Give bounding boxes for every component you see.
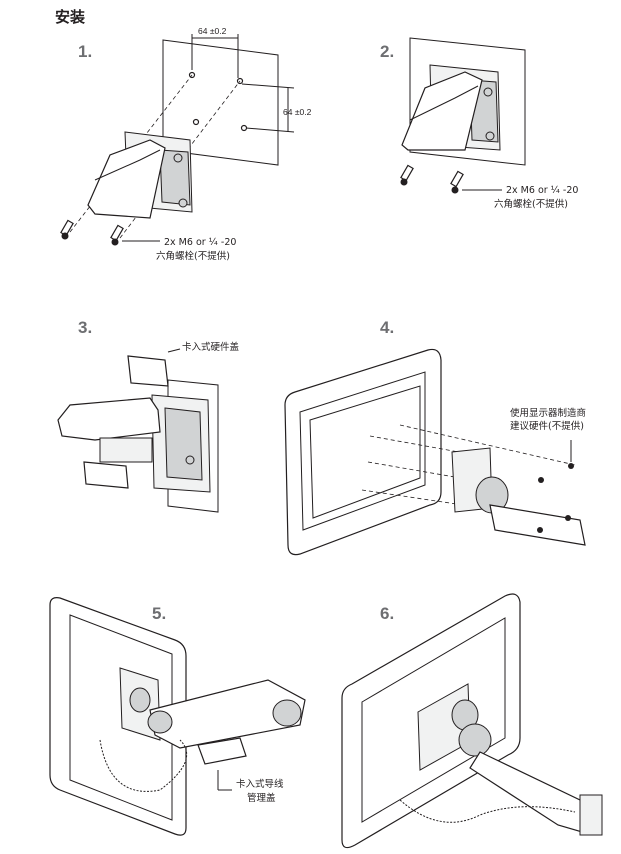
snap-cover-top — [127, 355, 169, 387]
arm-4 — [489, 504, 586, 546]
snap-cover-bottom — [83, 461, 129, 489]
step-number-5: 5. — [152, 604, 167, 623]
hardware-note-line1: 使用显示器制造商 — [510, 408, 587, 419]
bolt-spec-1: 2x M6 or ¼ -20 — [164, 237, 237, 248]
bolt-spec-2: 2x M6 or ¼ -20 — [506, 185, 579, 196]
snap-cover-label: 卡入式硬件盖 — [182, 342, 240, 353]
step3-illustration — [57, 348, 219, 513]
dimension-vertical: 64 ±0.2 — [283, 107, 312, 117]
step1-illustration — [60, 34, 295, 246]
hex-bolt-icon — [60, 219, 124, 246]
wall-mount-6 — [579, 794, 603, 836]
step4-illustration — [284, 348, 586, 556]
wall-plate-1 — [162, 39, 279, 166]
cable-cover-5 — [197, 737, 247, 765]
arm-6 — [469, 751, 599, 833]
hardware-note-line2: 建议硬件(不提供) — [510, 421, 584, 432]
cable-cover-label-line2: 管理盖 — [247, 793, 276, 804]
step-number-2: 2. — [380, 42, 395, 61]
hex-bolt-icon — [400, 164, 464, 194]
page-title: 安装 — [55, 8, 86, 26]
step2-illustration — [400, 37, 526, 194]
monitor-4 — [284, 348, 442, 556]
cable-cover-label-line1: 卡入式导线 — [236, 779, 284, 790]
step5-illustration — [49, 597, 306, 836]
step-number-6: 6. — [380, 604, 395, 623]
monitor-5 — [49, 597, 187, 836]
step-number-1: 1. — [78, 42, 93, 61]
arm-joint-6 — [458, 723, 492, 757]
step-number-4: 4. — [380, 318, 395, 337]
bolt-note-1: 六角螺栓(不提供) — [156, 251, 230, 262]
arm-5 — [149, 679, 306, 749]
dimension-horizontal: 64 ±0.2 — [198, 26, 227, 36]
step6-illustration — [341, 593, 603, 849]
step-number-3: 3. — [78, 318, 93, 337]
bolt-note-2: 六角螺栓(不提供) — [494, 199, 568, 210]
